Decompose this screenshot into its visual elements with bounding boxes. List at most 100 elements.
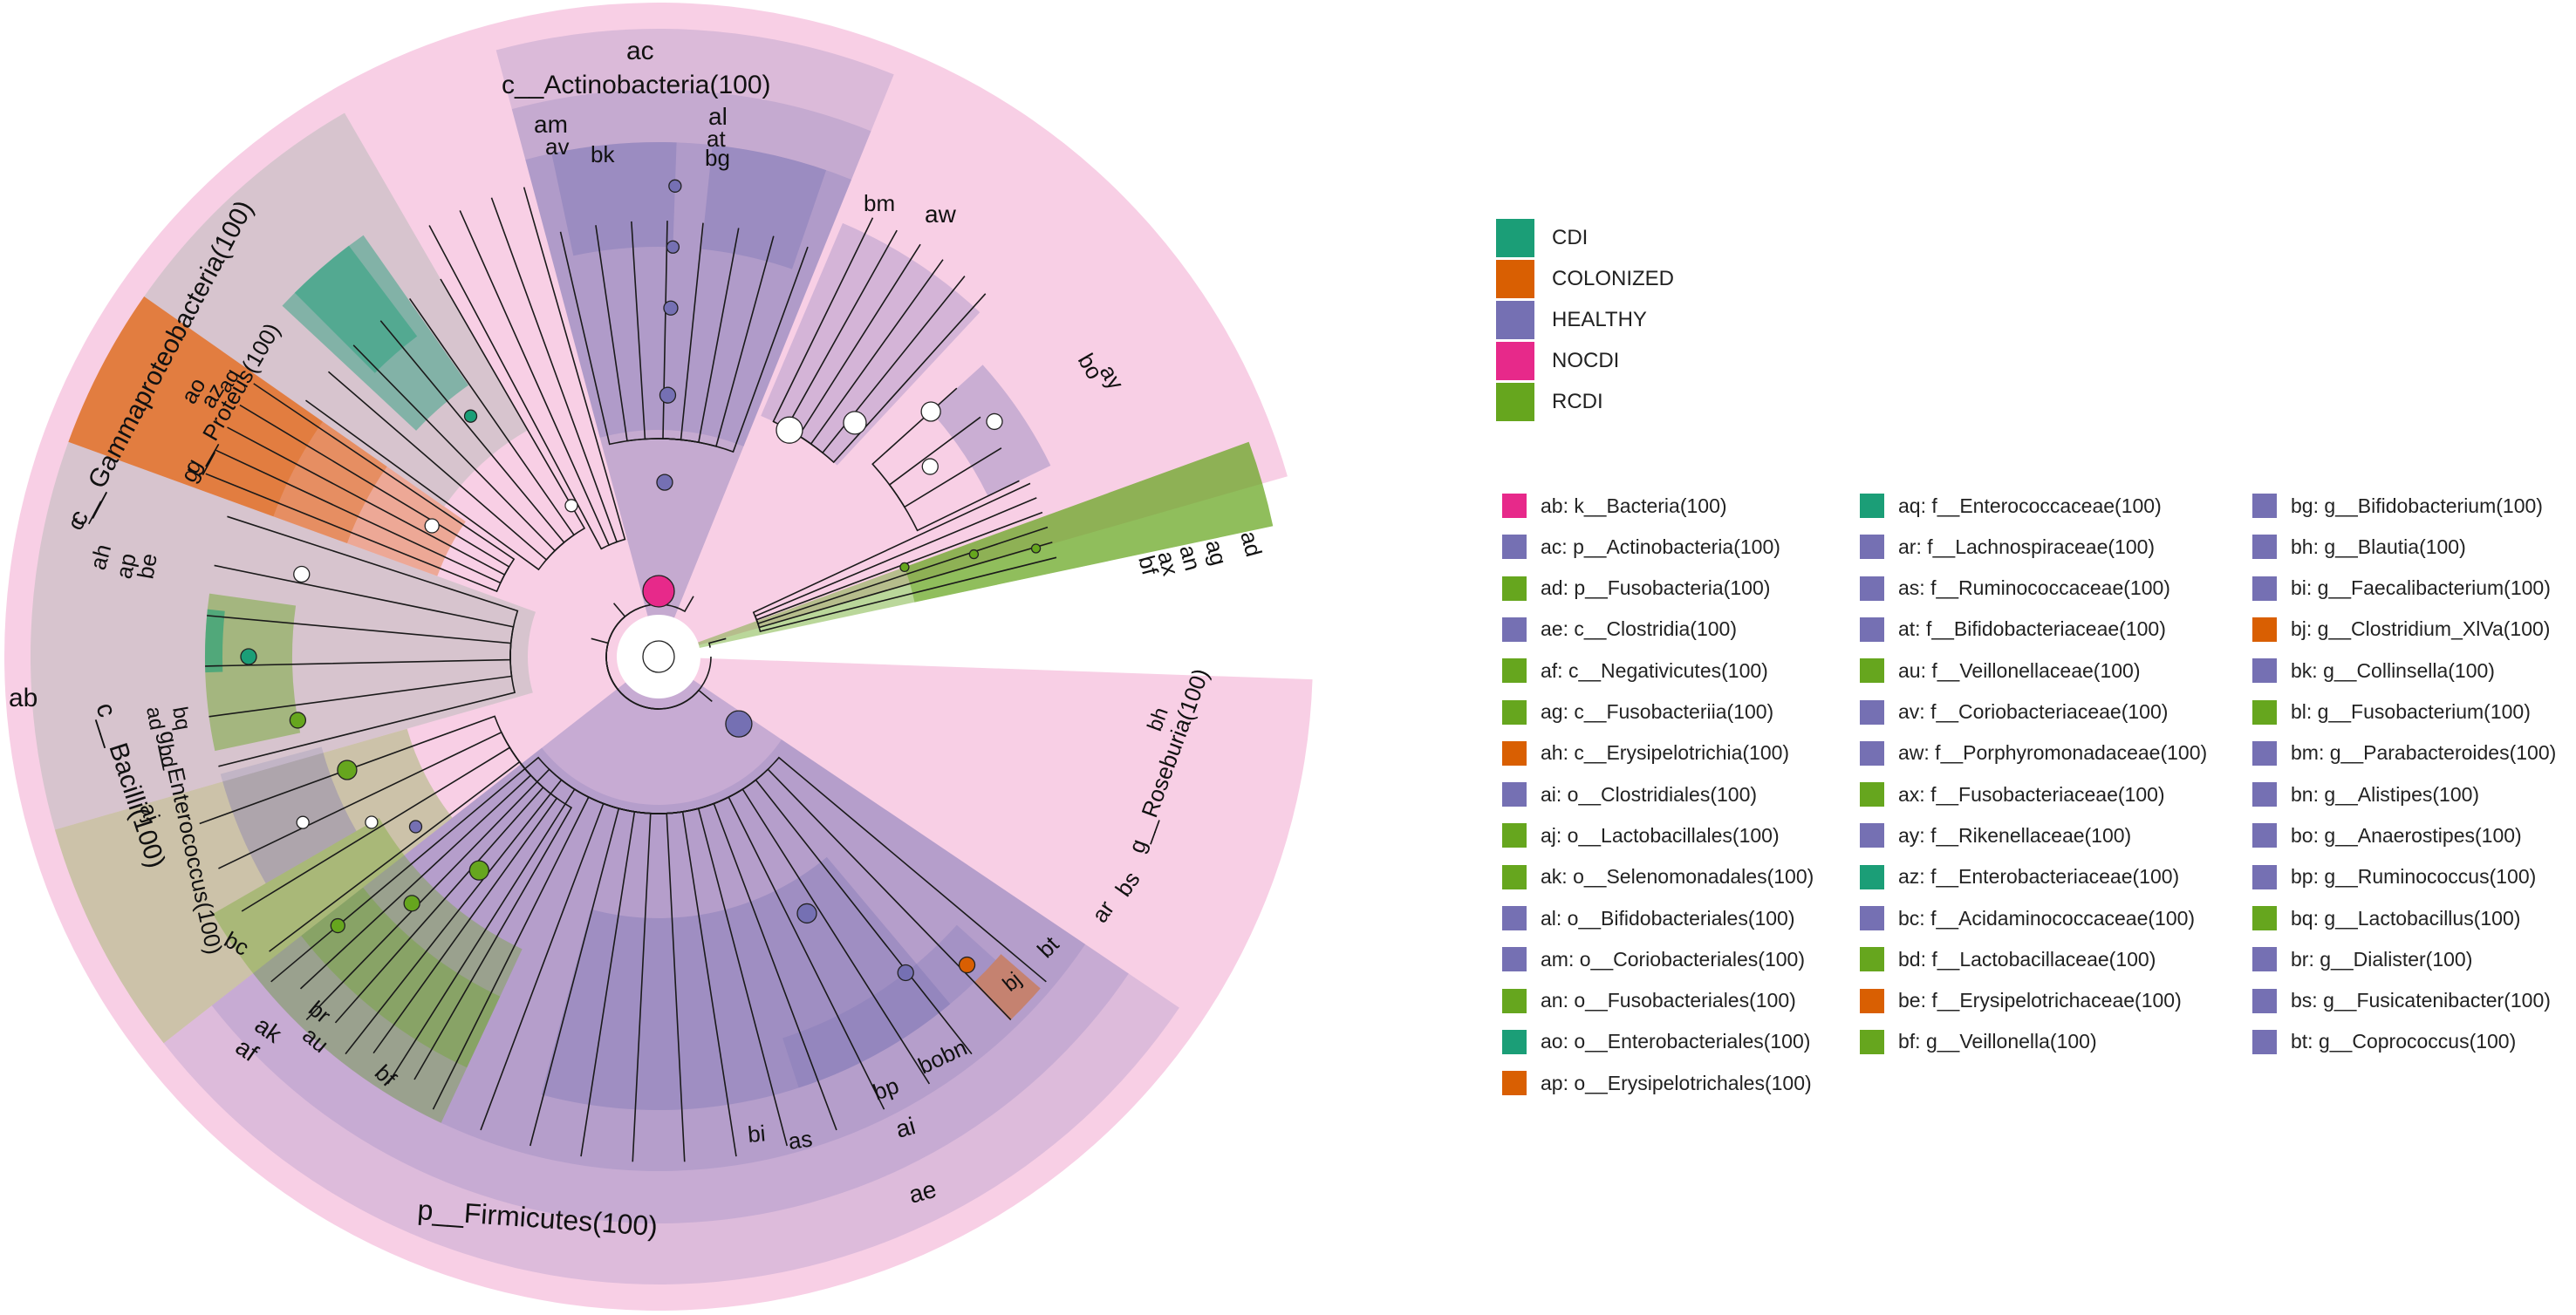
legend-text: bo: g__Anaerostipes(100) (2291, 823, 2522, 847)
clade-sector-1 (511, 90, 871, 658)
tree-branch (804, 293, 987, 464)
clade-node-20 (403, 895, 420, 912)
label-am: am (534, 111, 568, 138)
clade-node-19 (468, 860, 489, 881)
clade-sector-16 (213, 818, 523, 1123)
legend-text: az: f__Enterobacteriaceae(100) (1898, 865, 2180, 889)
legend-swatch (2252, 864, 2277, 889)
group-swatch (1496, 301, 1534, 339)
label-ab: ab (9, 684, 38, 712)
clade-sector-0 (495, 28, 894, 657)
legend-text: bp: g__Ruminococcus(100) (2291, 865, 2537, 889)
group-legend-item: NOCDI (1496, 341, 1619, 381)
clade-sector-12 (541, 856, 951, 1110)
legend-item-am: am: o__Coriobacteriales(100) (1502, 946, 1805, 972)
legend-text: av: f__Coriobacteriaceae(100) (1898, 700, 2169, 723)
legend-swatch (1860, 494, 1884, 518)
label-ac: ac (626, 37, 654, 65)
legend-swatch (1860, 1029, 1884, 1054)
legend-item-bf: bf: g__Veillonella(100) (1860, 1029, 2097, 1055)
legend-item-ag: ag: c__Fusobacteriia(100) (1502, 699, 1773, 726)
label-ad: ad (1235, 528, 1267, 560)
legend-swatch (1502, 906, 1527, 930)
legend-swatch (2252, 699, 2277, 725)
legend-swatch (1860, 864, 1884, 889)
legend-item-az: az: f__Enterobacteriaceae(100) (1860, 864, 2179, 890)
clade-sector-3 (551, 141, 677, 256)
legend-swatch (1860, 617, 1884, 642)
clade-node-7 (668, 179, 682, 193)
tree-branch (253, 383, 516, 576)
clade-node-15 (1030, 543, 1042, 554)
group-swatch (1496, 219, 1534, 257)
tree-branch (888, 416, 981, 496)
tree-branch (658, 812, 686, 1162)
tree-branch (227, 426, 505, 576)
legend-text: ak: o__Selenomonadales(100) (1541, 865, 1814, 889)
clade-sector-6 (931, 365, 1051, 496)
tree-branch (205, 651, 511, 667)
clade-sector-21 (205, 609, 225, 673)
legend-item-ai: ai: o__Clostridiales(100) (1502, 781, 1757, 807)
legend-text: bq: g__Lactobacillus(100) (2291, 906, 2521, 930)
legend-item-ab: ab: k__Bacteria(100) (1502, 493, 1727, 519)
legend-text: aw: f__Porphyromonadaceae(100) (1898, 741, 2208, 765)
clade-node-0 (642, 640, 675, 673)
legend-item-bn: bn: g__Alistipes(100) (2252, 781, 2479, 807)
legend-text: bl: g__Fusobacterium(100) (2291, 700, 2531, 723)
clade-sector-26 (282, 235, 469, 431)
legend-item-bt: bt: g__Coprococcus(100) (2252, 1029, 2516, 1055)
legend-text: bt: g__Coprococcus(100) (2291, 1030, 2517, 1053)
label-ad-left: ad (141, 705, 168, 732)
clade-sectors (3, 2, 1313, 1311)
clade-sector-10 (211, 657, 1129, 1223)
legend-item-bc: bc: f__Acidaminococcaceae(100) (1860, 905, 2195, 931)
clade-sector-15 (54, 728, 453, 1044)
group-legend-item: CDI (1496, 218, 1588, 258)
tree-branch (756, 556, 1057, 632)
tree-branch (459, 210, 613, 547)
legend-text: ae: c__Clostridia(100) (1541, 617, 1738, 641)
legend-item-ad: ad: p__Fusobacteria(100) (1502, 576, 1770, 602)
legend-swatch (1502, 576, 1527, 601)
legend-item-bp: bp: g__Ruminococcus(100) (2252, 864, 2536, 890)
legend-swatch (1502, 658, 1527, 684)
clade-sector-25 (144, 112, 529, 507)
label-as: as (787, 1125, 814, 1155)
clade-sector-2 (525, 142, 852, 446)
label-bq: bq (167, 705, 195, 732)
clade-sector-13 (782, 924, 996, 1088)
legend-text: al: o__Bifidobacteriales(100) (1541, 906, 1795, 930)
legend-item-ax: ax: f__Fusobacteriaceae(100) (1860, 781, 2165, 807)
clade-node-31 (296, 815, 310, 829)
label-ap: ap (111, 551, 141, 582)
tree-branch (591, 637, 659, 710)
group-swatch (1496, 383, 1534, 421)
legend-item-ae: ae: c__Clostridia(100) (1502, 617, 1737, 643)
clade-node-28 (564, 499, 578, 513)
legend-swatch (2252, 906, 2277, 930)
legend-text: ab: k__Bacteria(100) (1541, 494, 1727, 517)
clade-node-14 (968, 548, 980, 560)
legend-item-br: br: g__Dialister(100) (2252, 946, 2472, 972)
legend-text: bc: f__Acidaminococcaceae(100) (1898, 906, 2196, 930)
legend-swatch (1502, 782, 1527, 807)
clade-node-1 (642, 575, 675, 608)
cladogram: ab ac c__Actinobacteria(100) c__Gammapro… (3, 2, 1313, 1311)
legend-text: ag: c__Fusobacteriia(100) (1541, 700, 1774, 723)
legend-swatch (2252, 535, 2277, 560)
legend-swatch (2252, 782, 2277, 807)
legend-text: at: f__Bifidobacteriaceae(100) (1898, 617, 2166, 641)
legend-item-bm: bm: g__Parabacteroides(100) (2252, 740, 2556, 767)
legend-item-an: an: o__Fusobacteriales(100) (1502, 988, 1796, 1014)
clade-node-4 (659, 386, 677, 404)
tree-branch (608, 603, 626, 639)
tree-branch (523, 187, 626, 544)
clade-sector-14 (974, 954, 1041, 1021)
legend-item-ay: ay: f__Rikenellaceae(100) (1860, 822, 2131, 848)
legend-swatch (1860, 782, 1884, 807)
legend-text: aj: o__Lactobacillales(100) (1541, 823, 1780, 847)
clade-node-6 (666, 240, 680, 254)
legend-swatch (2252, 1029, 2277, 1054)
clade-node-13 (899, 562, 910, 573)
